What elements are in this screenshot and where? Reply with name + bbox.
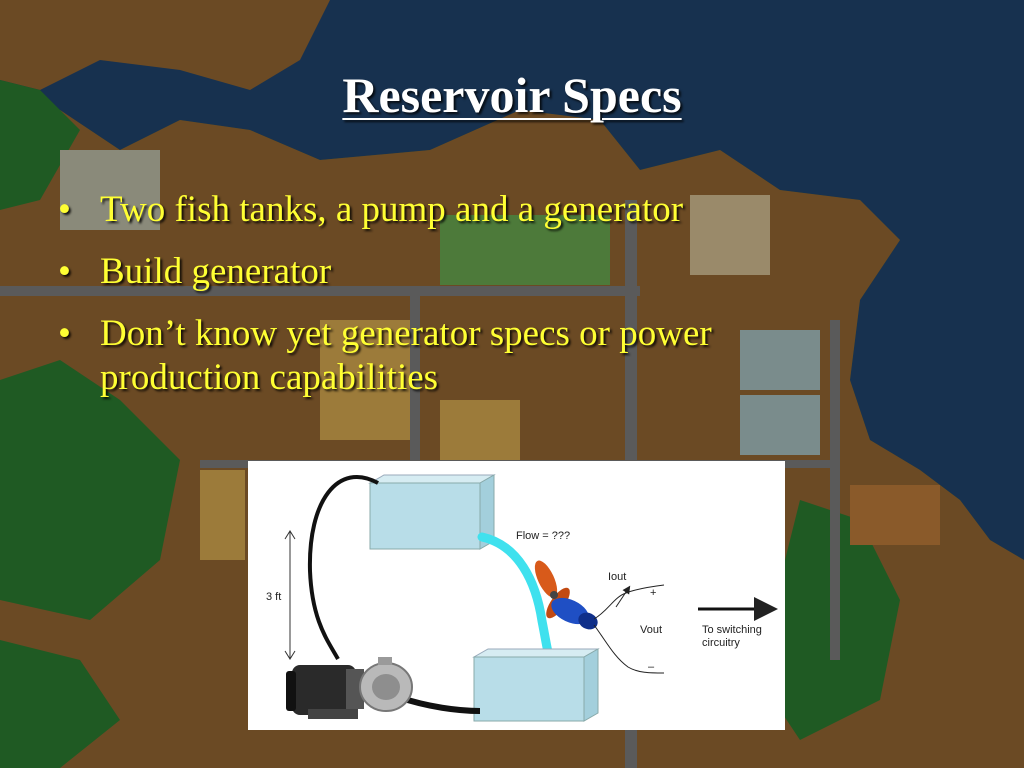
diagram-drawing [284, 474, 778, 722]
lower-tank [472, 648, 600, 722]
height-label: 3 ft [266, 591, 282, 603]
return-pipe [397, 694, 481, 714]
bullet-dot: • [58, 313, 71, 354]
upper-tank [368, 474, 496, 550]
height-marker [284, 530, 296, 660]
flow-label: Flow = ??? [516, 530, 571, 542]
pump-icon [286, 657, 413, 719]
minus-label: – [648, 661, 655, 673]
bullet-text: Don’t know yet generator specs or power … [100, 313, 712, 398]
arrow-label-line1: To switching [702, 624, 762, 636]
voltage-label: Vout [640, 624, 663, 636]
turbine-generator-icon [534, 560, 598, 630]
current-arrow [615, 585, 631, 608]
arrow-label-line2: circuitry [702, 637, 740, 649]
bullet-text: Two fish tanks, a pump and a generator [100, 189, 684, 230]
plus-label: + [650, 587, 657, 599]
bullet-dot: • [58, 251, 71, 292]
slide-title: Reservoir Specs [342, 67, 682, 123]
water-stream [477, 532, 555, 662]
bullet-dot: • [58, 189, 71, 230]
hose-pipe [307, 475, 379, 660]
reservoir-diagram: Flow = ??? 3 ft Iout + Vout – To switchi… [248, 461, 785, 730]
output-wire-negative [593, 624, 665, 674]
current-label: Iout [608, 571, 627, 583]
bullet-item: • Two fish tanks, a pump and a generator [58, 188, 858, 232]
bullet-list: •Two fish tanks, a pump and a generator … [58, 188, 858, 418]
bullet-text: Build generator [100, 251, 332, 292]
bullet-item: • Build generator [58, 250, 858, 294]
bullet-item: • Don’t know yet generator specs or power… [58, 312, 858, 400]
